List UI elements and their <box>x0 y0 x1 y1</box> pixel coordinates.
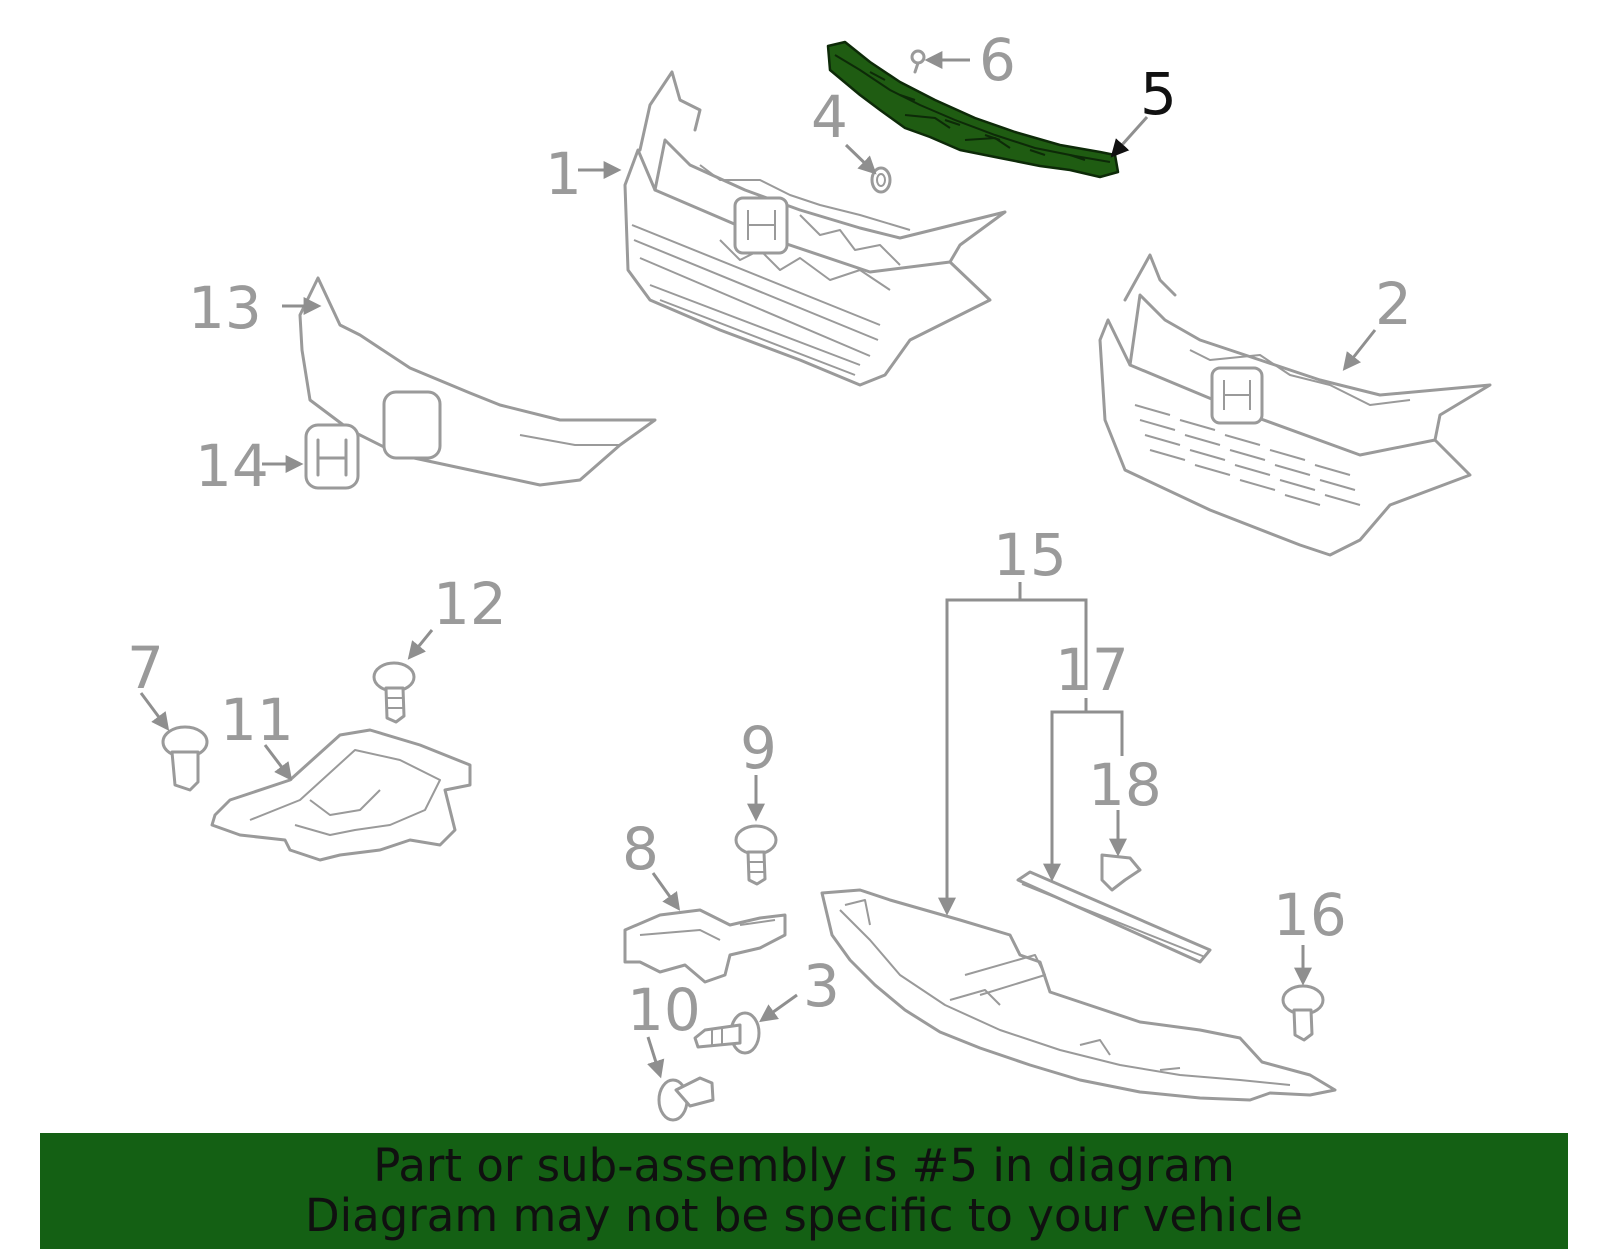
part-12-bolt[interactable] <box>372 661 416 724</box>
callout-10: 10 <box>627 976 701 1044</box>
callout-12: 12 <box>433 570 507 638</box>
callout-8: 8 <box>622 815 659 883</box>
banner-line-1: Part or sub-assembly is #5 in diagram <box>373 1139 1235 1192</box>
part-3-screw[interactable] <box>693 1011 761 1055</box>
callout-7: 7 <box>127 634 164 702</box>
callout-18: 18 <box>1088 751 1162 819</box>
callout-6: 6 <box>979 26 1016 94</box>
info-banner: Part or sub-assembly is #5 in diagram Di… <box>40 1133 1568 1249</box>
callout-11: 11 <box>220 686 294 754</box>
part-17-seal[interactable] <box>1016 870 1212 964</box>
leader-lines <box>139 51 1377 1079</box>
callout-3: 3 <box>803 952 840 1020</box>
callout-2: 2 <box>1375 270 1412 338</box>
banner-line-2: Diagram may not be specific to your vehi… <box>305 1189 1303 1242</box>
part-2-grille[interactable] <box>1098 253 1492 557</box>
part-5-bracket[interactable] <box>826 40 1120 179</box>
part-1-grille[interactable] <box>623 70 1007 387</box>
part-10-clip[interactable] <box>657 1076 715 1122</box>
callout-14: 14 <box>195 432 269 500</box>
callout-1: 1 <box>545 140 582 208</box>
callout-4: 4 <box>811 83 848 151</box>
part-8-bracket[interactable] <box>623 908 787 984</box>
part-9-bolt[interactable] <box>734 824 778 886</box>
callout-13: 13 <box>188 274 262 342</box>
part-14-emblem[interactable] <box>304 423 360 490</box>
part-16-clip[interactable] <box>1281 984 1325 1042</box>
callout-16: 16 <box>1273 881 1347 949</box>
part-6-clip[interactable] <box>910 49 926 74</box>
callout-9: 9 <box>740 714 777 782</box>
part-18-clip[interactable] <box>1100 853 1142 892</box>
callout-17: 17 <box>1055 636 1129 704</box>
callout-15: 15 <box>993 521 1067 589</box>
part-7-clip[interactable] <box>161 725 209 792</box>
callout-5: 5 <box>1140 60 1177 128</box>
part-4-washer[interactable] <box>870 166 892 194</box>
part-15-lower-cover[interactable] <box>820 888 1337 1102</box>
part-11-bracket[interactable] <box>210 728 472 862</box>
part-13-trim-panel[interactable] <box>298 276 657 487</box>
